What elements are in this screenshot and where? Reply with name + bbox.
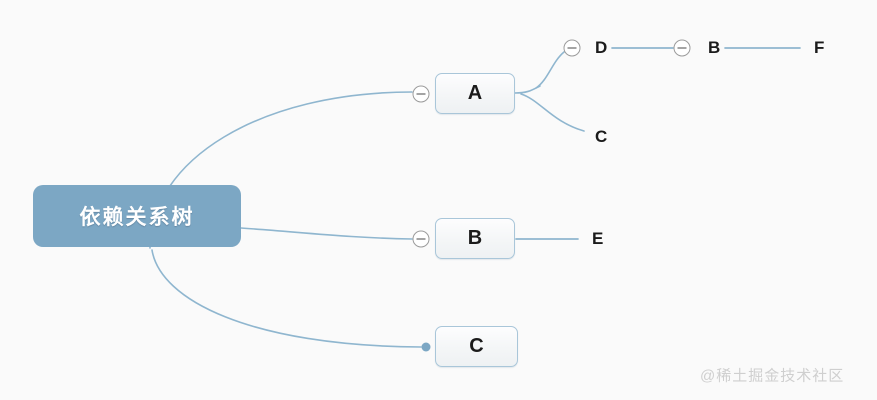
root-node[interactable]: 依赖关系树 bbox=[33, 185, 241, 247]
edge-a-to-c2 bbox=[520, 93, 585, 132]
node-b[interactable]: B bbox=[435, 218, 515, 259]
leaf-label-c2[interactable]: C bbox=[595, 127, 608, 146]
leaf-dot-icon-dot-c[interactable] bbox=[421, 342, 431, 352]
collapse-minus-icon-toggle-b2[interactable] bbox=[673, 39, 691, 57]
edge-root-to-c bbox=[151, 249, 422, 348]
collapse-minus-icon-toggle-a[interactable] bbox=[412, 85, 430, 103]
node-a-label: A bbox=[467, 82, 483, 104]
collapse-minus-icon-toggle-b[interactable] bbox=[412, 230, 430, 248]
edge-a-to-d bbox=[535, 51, 565, 89]
collapse-minus-icon-toggle-d[interactable] bbox=[563, 39, 581, 57]
leaf-label-e[interactable]: E bbox=[592, 229, 604, 248]
node-c-label: C bbox=[469, 335, 484, 357]
root-node-label: 依赖关系树 bbox=[79, 206, 195, 229]
leaf-label-f[interactable]: F bbox=[814, 38, 825, 57]
edge-root-to-b bbox=[240, 227, 413, 240]
watermark: @稀土掘金技术社区 bbox=[700, 367, 845, 385]
leaf-label-d[interactable]: D bbox=[595, 38, 608, 57]
node-c[interactable]: C bbox=[435, 326, 518, 367]
node-b-label: B bbox=[467, 227, 483, 249]
edge-a-to-fork bbox=[514, 85, 541, 94]
node-a[interactable]: A bbox=[435, 73, 515, 114]
leaf-label-b2[interactable]: B bbox=[708, 38, 721, 57]
